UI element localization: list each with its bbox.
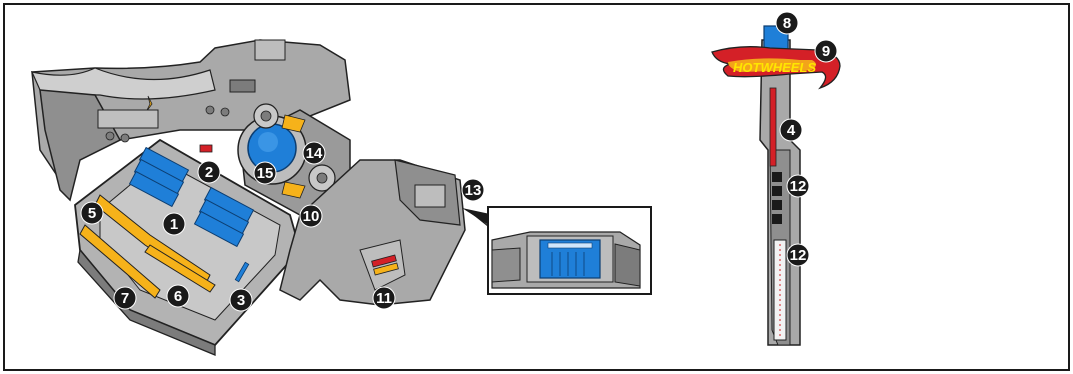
callout-11: 11 bbox=[372, 286, 396, 310]
callout-number: 2 bbox=[205, 164, 213, 181]
yellow-decal-14 bbox=[281, 114, 306, 133]
yellow-card-11 bbox=[373, 262, 399, 276]
callout-15: 15 bbox=[253, 161, 277, 185]
yellow-strip-7 bbox=[79, 224, 161, 299]
callout-circle bbox=[253, 161, 277, 185]
callout-number: 7 bbox=[121, 290, 129, 307]
callout-circle bbox=[786, 174, 810, 198]
red-card-11 bbox=[371, 254, 397, 268]
callout-circle bbox=[197, 160, 221, 184]
callout-12b: 12 bbox=[786, 243, 810, 267]
callout-number: 8 bbox=[783, 15, 791, 32]
callout-circle bbox=[299, 204, 323, 228]
callout-7: 7 bbox=[113, 286, 137, 310]
red-tick-strip bbox=[769, 87, 777, 167]
callout-number: 1 bbox=[170, 216, 178, 233]
callout-circle bbox=[229, 288, 253, 312]
inset-pointer bbox=[462, 208, 490, 226]
tray-lower-edge bbox=[77, 248, 216, 356]
callout-number: 5 bbox=[88, 205, 96, 222]
callout-number: 3 bbox=[237, 292, 245, 309]
callout-number: 4 bbox=[787, 122, 796, 139]
callout-circle bbox=[372, 286, 396, 310]
callout-circle bbox=[814, 39, 838, 63]
callout-circle bbox=[166, 284, 190, 308]
right-arm-window bbox=[414, 184, 446, 208]
callout-number: 15 bbox=[257, 165, 274, 182]
callout-4: 4 bbox=[779, 118, 803, 142]
callout-circle bbox=[162, 212, 186, 236]
callout-14: 14 bbox=[302, 141, 326, 165]
playset-panel bbox=[97, 109, 159, 129]
blue-clip-3 bbox=[234, 261, 250, 283]
detail-inset bbox=[487, 206, 652, 295]
callout-1: 1 bbox=[162, 212, 186, 236]
callout-10: 10 bbox=[299, 204, 323, 228]
callout-circle bbox=[113, 286, 137, 310]
callout-12a: 12 bbox=[786, 174, 810, 198]
launcher-track-piece: HOTWHEELS bbox=[711, 25, 841, 346]
callout-number: 13 bbox=[465, 182, 482, 199]
callout-number: 9 bbox=[822, 43, 830, 60]
hot-wheels-flame-logo: HOTWHEELS bbox=[711, 46, 841, 90]
callout-6: 6 bbox=[166, 284, 190, 308]
callout-number: 6 bbox=[174, 288, 182, 305]
callout-circle bbox=[80, 201, 104, 225]
callout-13: 13 bbox=[461, 178, 485, 202]
callout-number: 10 bbox=[303, 208, 320, 225]
callout-circle bbox=[786, 243, 810, 267]
logo-text: HOTWHEELS bbox=[733, 60, 816, 75]
callout-8: 8 bbox=[775, 11, 799, 35]
callout-circle bbox=[461, 178, 485, 202]
callout-2: 2 bbox=[197, 160, 221, 184]
blue-car-rack-upper bbox=[128, 146, 190, 208]
right-arm-front bbox=[359, 239, 406, 291]
callout-circle bbox=[779, 118, 803, 142]
yellow-decal-10 bbox=[281, 181, 306, 199]
callout-9: 9 bbox=[814, 39, 838, 63]
callout-number: 11 bbox=[376, 290, 392, 307]
callout-circle bbox=[775, 11, 799, 35]
playset-tower-block bbox=[254, 39, 286, 61]
playset-slot bbox=[229, 79, 256, 93]
yellow-strip-6 bbox=[144, 244, 216, 293]
callout-number: 14 bbox=[306, 145, 323, 162]
callout-3: 3 bbox=[229, 288, 253, 312]
callout-5: 5 bbox=[80, 201, 104, 225]
callout-circle bbox=[302, 141, 326, 165]
turntable bbox=[237, 103, 351, 216]
callout-number: 12 bbox=[790, 247, 807, 264]
callout-number: 12 bbox=[790, 178, 807, 195]
red-button bbox=[199, 144, 213, 153]
blue-car-rack-lower bbox=[193, 186, 255, 248]
